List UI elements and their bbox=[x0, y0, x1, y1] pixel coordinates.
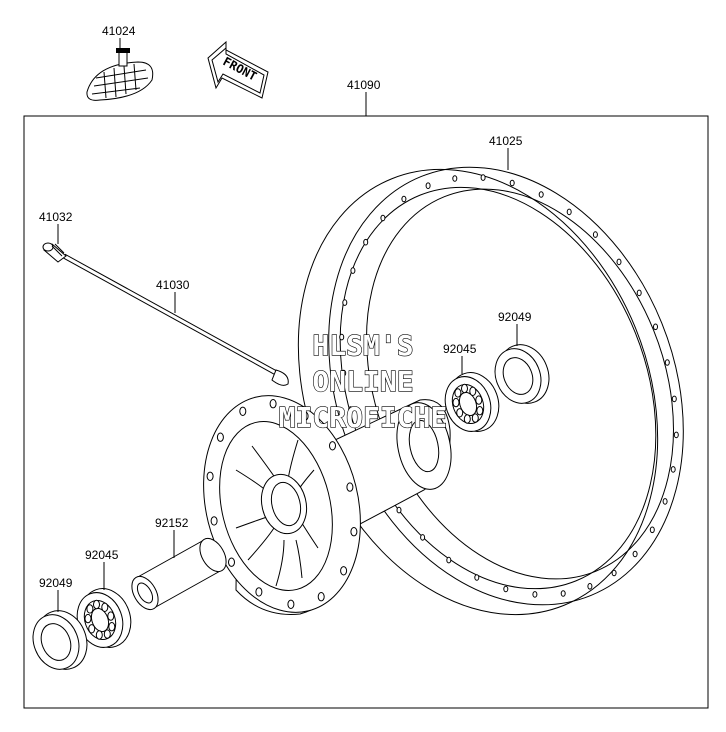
hub-spoke-hole bbox=[239, 406, 247, 416]
rim-band-icon bbox=[86, 48, 154, 101]
hub-spoke-hole bbox=[255, 587, 263, 597]
rim-spoke-hole bbox=[350, 267, 356, 274]
bearing-ball bbox=[108, 622, 116, 632]
wheel-bearing-upper-icon bbox=[444, 372, 500, 432]
hub-spoke-hole bbox=[340, 566, 348, 576]
hub-spoke-hole bbox=[206, 471, 214, 481]
rim-spoke-hole bbox=[474, 574, 480, 581]
hub-spoke-hole bbox=[329, 441, 336, 451]
bearing-ball bbox=[103, 629, 111, 639]
watermark-line-3: MICROFICHE bbox=[279, 401, 448, 434]
hub-spacer-icon bbox=[131, 537, 227, 611]
rim-spoke-hole bbox=[339, 333, 345, 341]
bearing-ball bbox=[88, 624, 96, 634]
bearing-ball bbox=[476, 406, 484, 416]
rim-spoke-hole bbox=[425, 182, 431, 189]
label-41090: 41090 bbox=[347, 78, 381, 92]
hub-spoke-hole bbox=[216, 432, 224, 442]
watermark-line-2: ONLINE bbox=[312, 365, 413, 398]
rim-spoke-hole bbox=[616, 258, 622, 266]
rim-spoke-hole bbox=[363, 238, 369, 246]
bearing-ball bbox=[461, 383, 468, 394]
rim-spoke-hole bbox=[566, 208, 572, 216]
watermark-line-1: HLSM'S bbox=[312, 329, 413, 362]
label-92049-upper: 92049 bbox=[498, 310, 532, 324]
rim-spoke-hole bbox=[342, 299, 348, 306]
hub-spoke-hole bbox=[228, 557, 235, 567]
rim-spoke-hole bbox=[662, 498, 668, 505]
rim-spoke-hole bbox=[401, 195, 407, 203]
bearing-ball bbox=[463, 414, 471, 424]
rim-spoke-hole bbox=[653, 323, 658, 331]
hub-spoke-hole bbox=[350, 527, 358, 537]
bearing-ball bbox=[475, 395, 483, 405]
rim-spoke-hole bbox=[532, 591, 538, 598]
spoke-nipple-icon bbox=[42, 242, 67, 263]
spoke-icon bbox=[62, 253, 289, 386]
bearing-ball bbox=[471, 413, 479, 423]
rim-spoke-hole bbox=[380, 214, 386, 222]
rim-spoke-hole bbox=[673, 431, 679, 439]
bearing-ball bbox=[84, 613, 92, 624]
wheel-bearing-lower-icon bbox=[76, 588, 132, 648]
hub-spoke-hole bbox=[301, 411, 309, 421]
label-41032: 41032 bbox=[39, 210, 73, 224]
rim-spoke-hole bbox=[611, 569, 617, 577]
bearing-ball bbox=[456, 408, 464, 418]
hub-spoke-hole bbox=[287, 599, 295, 609]
wheel-hub-icon bbox=[203, 395, 452, 615]
rim-spoke-hole bbox=[509, 179, 515, 187]
rim-spoke-hole bbox=[671, 395, 677, 403]
rim-spoke-hole bbox=[396, 506, 402, 514]
rim-spoke-hole bbox=[632, 550, 638, 558]
rim-spoke-hole bbox=[341, 369, 347, 377]
oil-seal-lower-icon bbox=[32, 610, 88, 670]
hub-spoke-hole bbox=[210, 516, 218, 526]
rim-spoke-hole bbox=[649, 526, 655, 534]
label-92045-lower: 92045 bbox=[85, 548, 119, 562]
bearing-ball bbox=[454, 388, 462, 398]
label-92045-upper: 92045 bbox=[443, 342, 477, 356]
label-41024: 41024 bbox=[102, 24, 136, 38]
rim-spoke-hole bbox=[664, 359, 670, 366]
bearing-ball bbox=[469, 386, 477, 396]
rim-spoke-hole bbox=[587, 583, 593, 590]
front-arrow-icon: FRONT bbox=[207, 40, 269, 99]
rim-spoke-hole bbox=[560, 590, 566, 597]
label-41025: 41025 bbox=[489, 134, 523, 148]
bearing-ball bbox=[107, 611, 115, 621]
oil-seal-upper-icon bbox=[494, 344, 550, 404]
rim-spoke-hole bbox=[452, 175, 458, 182]
rim-spoke-hole bbox=[636, 289, 642, 297]
hub-spoke-hole bbox=[269, 399, 277, 409]
rim-spoke-hole bbox=[420, 534, 426, 541]
rim-spoke-hole bbox=[670, 466, 676, 473]
bearing-ball bbox=[101, 602, 109, 612]
bearing-ball bbox=[93, 599, 100, 610]
rim-spoke-hole bbox=[446, 556, 452, 564]
rim-spoke-hole bbox=[503, 585, 509, 593]
rim-spoke-hole bbox=[538, 191, 544, 198]
rim-spoke-hole bbox=[592, 231, 598, 238]
bearing-ball bbox=[86, 604, 94, 614]
bearing-ball bbox=[452, 397, 460, 408]
label-92049-lower: 92049 bbox=[39, 576, 73, 590]
hub-spoke-hole bbox=[346, 482, 354, 492]
label-92152: 92152 bbox=[155, 516, 189, 530]
rim-spoke-hole bbox=[348, 406, 354, 413]
bearing-ball bbox=[95, 630, 103, 640]
label-41030: 41030 bbox=[156, 278, 190, 292]
hub-spoke-hole bbox=[317, 592, 325, 602]
rim-spoke-hole bbox=[480, 174, 486, 181]
